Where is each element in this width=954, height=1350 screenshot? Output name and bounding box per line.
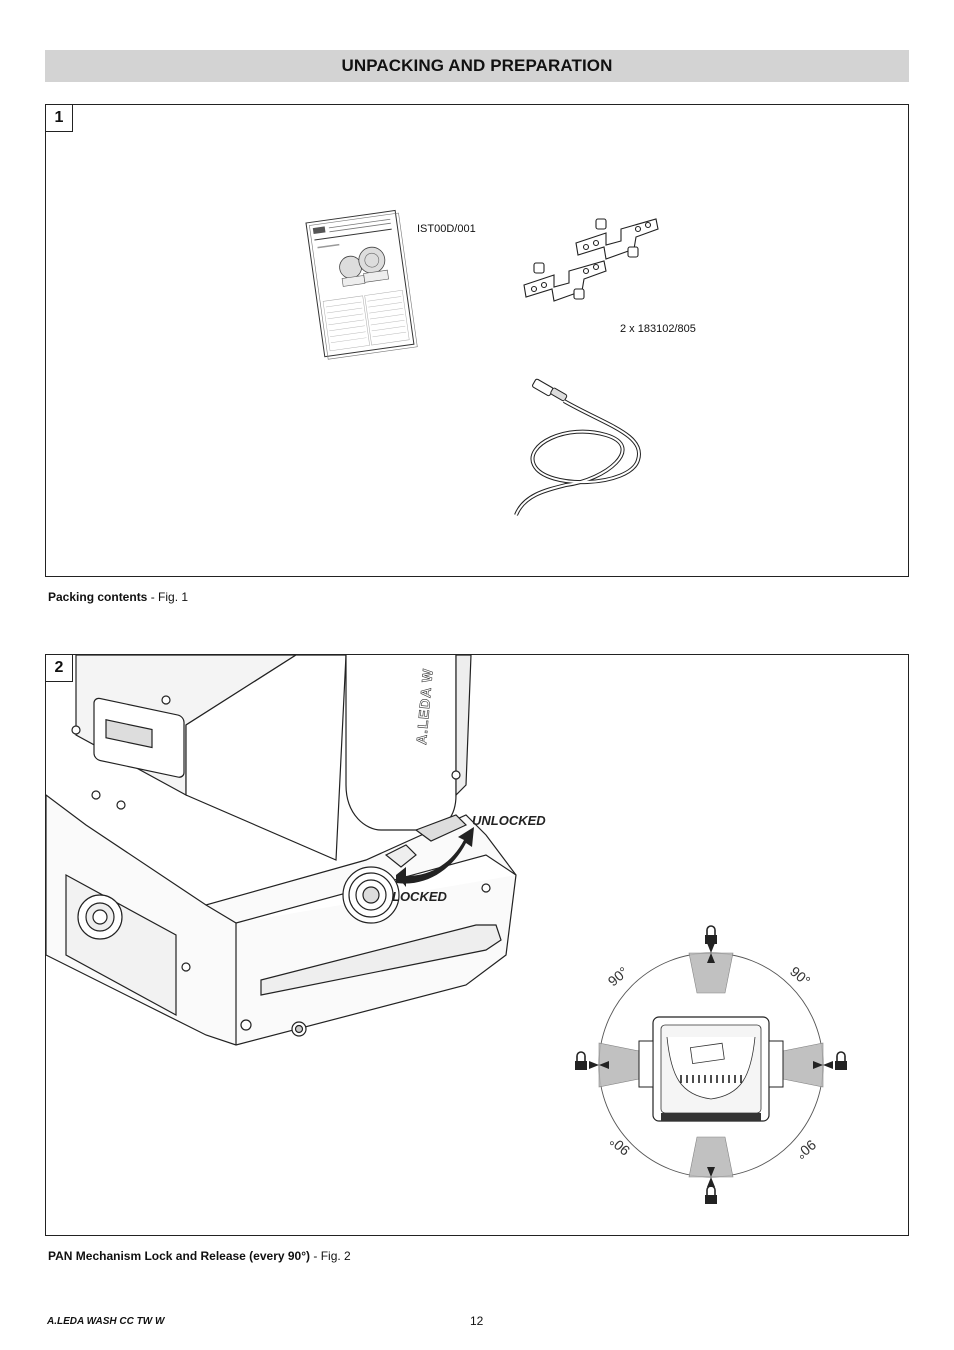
lock-direction-arrow: [396, 827, 474, 887]
angle-label-top-right: 90°: [787, 963, 814, 989]
fixture-base-illustration: A.LEDA W: [46, 655, 517, 1046]
figure-1-number: 1: [46, 105, 73, 132]
angle-label-bottom-right: 90°: [793, 1137, 820, 1163]
omega-brackets-illustration: [523, 218, 659, 302]
brackets-code-label: 2 x 183102/805: [620, 323, 696, 335]
figure-2-caption-bold: PAN Mechanism Lock and Release (every 90…: [48, 1249, 311, 1263]
section-header: UNPACKING AND PREPARATION: [45, 50, 909, 82]
locked-label: LOCKED: [392, 889, 448, 904]
figure-2-caption: PAN Mechanism Lock and Release (every 90…: [48, 1249, 351, 1263]
figure-2-number: 2: [46, 655, 73, 682]
figure-1-caption-rest: - Fig. 1: [147, 590, 189, 604]
manual-code-label: IST00D/001: [417, 223, 476, 235]
figure-2-box: 2 A.LEDA W: [45, 654, 909, 1236]
figure-1-caption-bold: Packing contents: [48, 590, 148, 604]
housing-text: A.LEDA W: [413, 667, 436, 745]
angle-label-bottom-left: 90°: [606, 1133, 633, 1159]
page-number: 12: [470, 1314, 484, 1328]
power-cable-illustration: [514, 378, 642, 516]
figure-1-illustration: [305, 209, 659, 516]
figure-2-caption-rest: - Fig. 2: [310, 1249, 351, 1263]
figure-1-box: 1: [45, 104, 909, 577]
padlock-icon: [575, 925, 847, 1204]
footer-model: A.LEDA WASH CC TW W: [47, 1316, 165, 1327]
user-manual-illustration: [305, 209, 418, 360]
figure-1-caption: Packing contents - Fig. 1: [48, 590, 188, 604]
figure-2-illustration: A.LEDA W: [46, 655, 847, 1204]
pan-rotation-diagram: 90° 90° 90° 90°: [575, 925, 847, 1204]
angle-label-top-left: 90°: [605, 963, 632, 989]
unlocked-label: UNLOCKED: [472, 813, 546, 828]
section-title: UNPACKING AND PREPARATION: [341, 56, 613, 75]
